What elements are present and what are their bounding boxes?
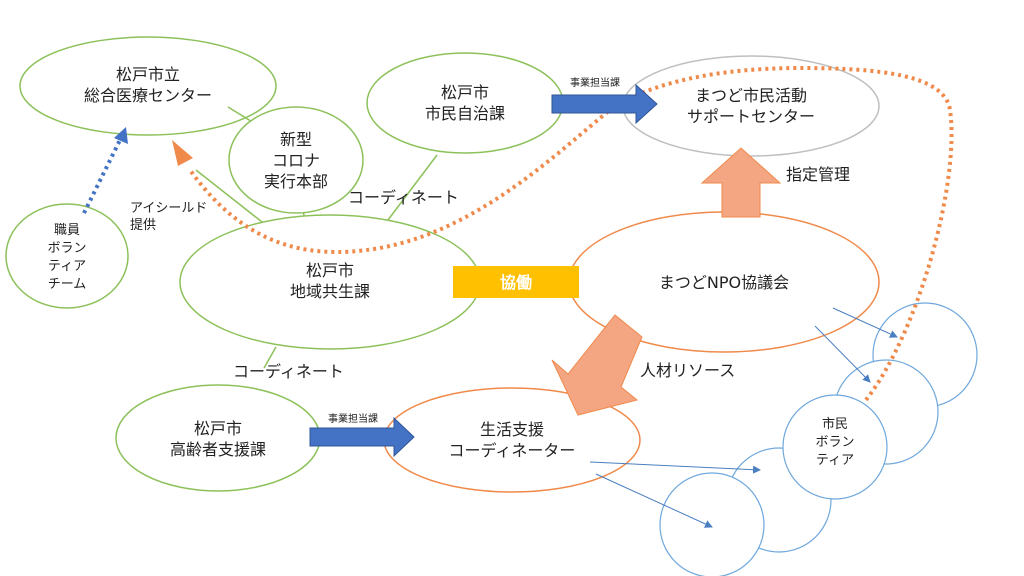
- dotted-arrow-head: [114, 127, 128, 144]
- jigyou-arrow-bottom: [309, 416, 415, 458]
- hospital-label-2: 総合医療センター: [84, 86, 212, 105]
- connector-chiiki-top: [195, 169, 263, 223]
- shitei-kanri-label: 指定管理: [786, 165, 850, 184]
- thin-arrow: [832, 307, 898, 338]
- eyeshield-label-1: アイシールド: [130, 201, 207, 216]
- kyoudou-label: 協働: [500, 273, 532, 292]
- eyeshield-label-2: 提供: [130, 217, 156, 233]
- connector-chiiki-koureisha: [263, 346, 277, 369]
- staff-volunteer-label-2: ボラン: [47, 241, 86, 256]
- node-support-center-ellipse: [622, 55, 880, 157]
- thin-arrow: [814, 325, 871, 383]
- jigyou-arrow-top: [551, 83, 658, 125]
- orange-arrow-head: [172, 140, 193, 166]
- node-koureisha-ellipse: [115, 384, 321, 492]
- jigyou-label-bottom: 事業担当課: [328, 412, 378, 425]
- chiiki-label-2: 地域共生課: [290, 282, 370, 301]
- corona-label-3: 実行本部: [264, 172, 328, 191]
- citizen-volunteer-label-2: ボラン: [815, 435, 854, 450]
- staff-volunteer-label-1: 職員: [54, 223, 80, 238]
- dotted-arrow-staff-to-hospital: [82, 139, 122, 214]
- support-center-label-2: サポートセンター: [687, 107, 815, 126]
- node-hospital-ellipse: [19, 36, 277, 136]
- support-center-label-1: まつど市民活動: [695, 86, 807, 105]
- seikatsu-label-2: コーディネーター: [449, 441, 576, 460]
- node-staff-volunteer-ellipse: [5, 203, 129, 309]
- koureisha-label-1: 松戸市: [194, 419, 242, 438]
- koureisha-label-2: 高齢者支援課: [170, 440, 266, 459]
- jichi-label-2: 市民自治課: [425, 104, 505, 123]
- corona-label-2: コロナ: [272, 151, 320, 170]
- jigyou-label-top: 事業担当課: [570, 76, 620, 89]
- node-citizen-volunteer-circle: [782, 394, 888, 500]
- staff-volunteer-label-4: チーム: [48, 277, 87, 292]
- connector-jichi-chiiki: [387, 154, 438, 221]
- node-corona-ellipse: [228, 106, 364, 214]
- staff-volunteer-label-3: ティア: [48, 259, 86, 274]
- citizen-volunteer-label-3: ティア: [816, 453, 854, 468]
- seikatsu-label-1: 生活支援: [480, 420, 544, 439]
- coordinate-label-top: コーディネート: [348, 188, 459, 207]
- thin-arrow: [595, 473, 713, 528]
- coordinate-label-bottom: コーディネート: [233, 362, 344, 381]
- volunteer-circle: [659, 472, 765, 576]
- kyoudou-box: [453, 266, 579, 298]
- npo-label: まつどNPO協議会: [659, 273, 789, 292]
- thin-arrow: [589, 461, 761, 474]
- shitei-kanri-arrow: [700, 147, 782, 218]
- node-jichi-ellipse: [366, 52, 564, 154]
- chiiki-label-1: 松戸市: [306, 261, 354, 280]
- jinzai-arrow: [551, 314, 643, 416]
- citizen-volunteer-label-1: 市民: [822, 416, 848, 432]
- jinzai-label: 人材リソース: [640, 361, 735, 380]
- corona-label-1: 新型: [280, 130, 312, 149]
- jichi-label-1: 松戸市: [441, 83, 489, 102]
- orange-dotted-path: [188, 65, 954, 402]
- hospital-label-1: 松戸市立: [116, 65, 180, 84]
